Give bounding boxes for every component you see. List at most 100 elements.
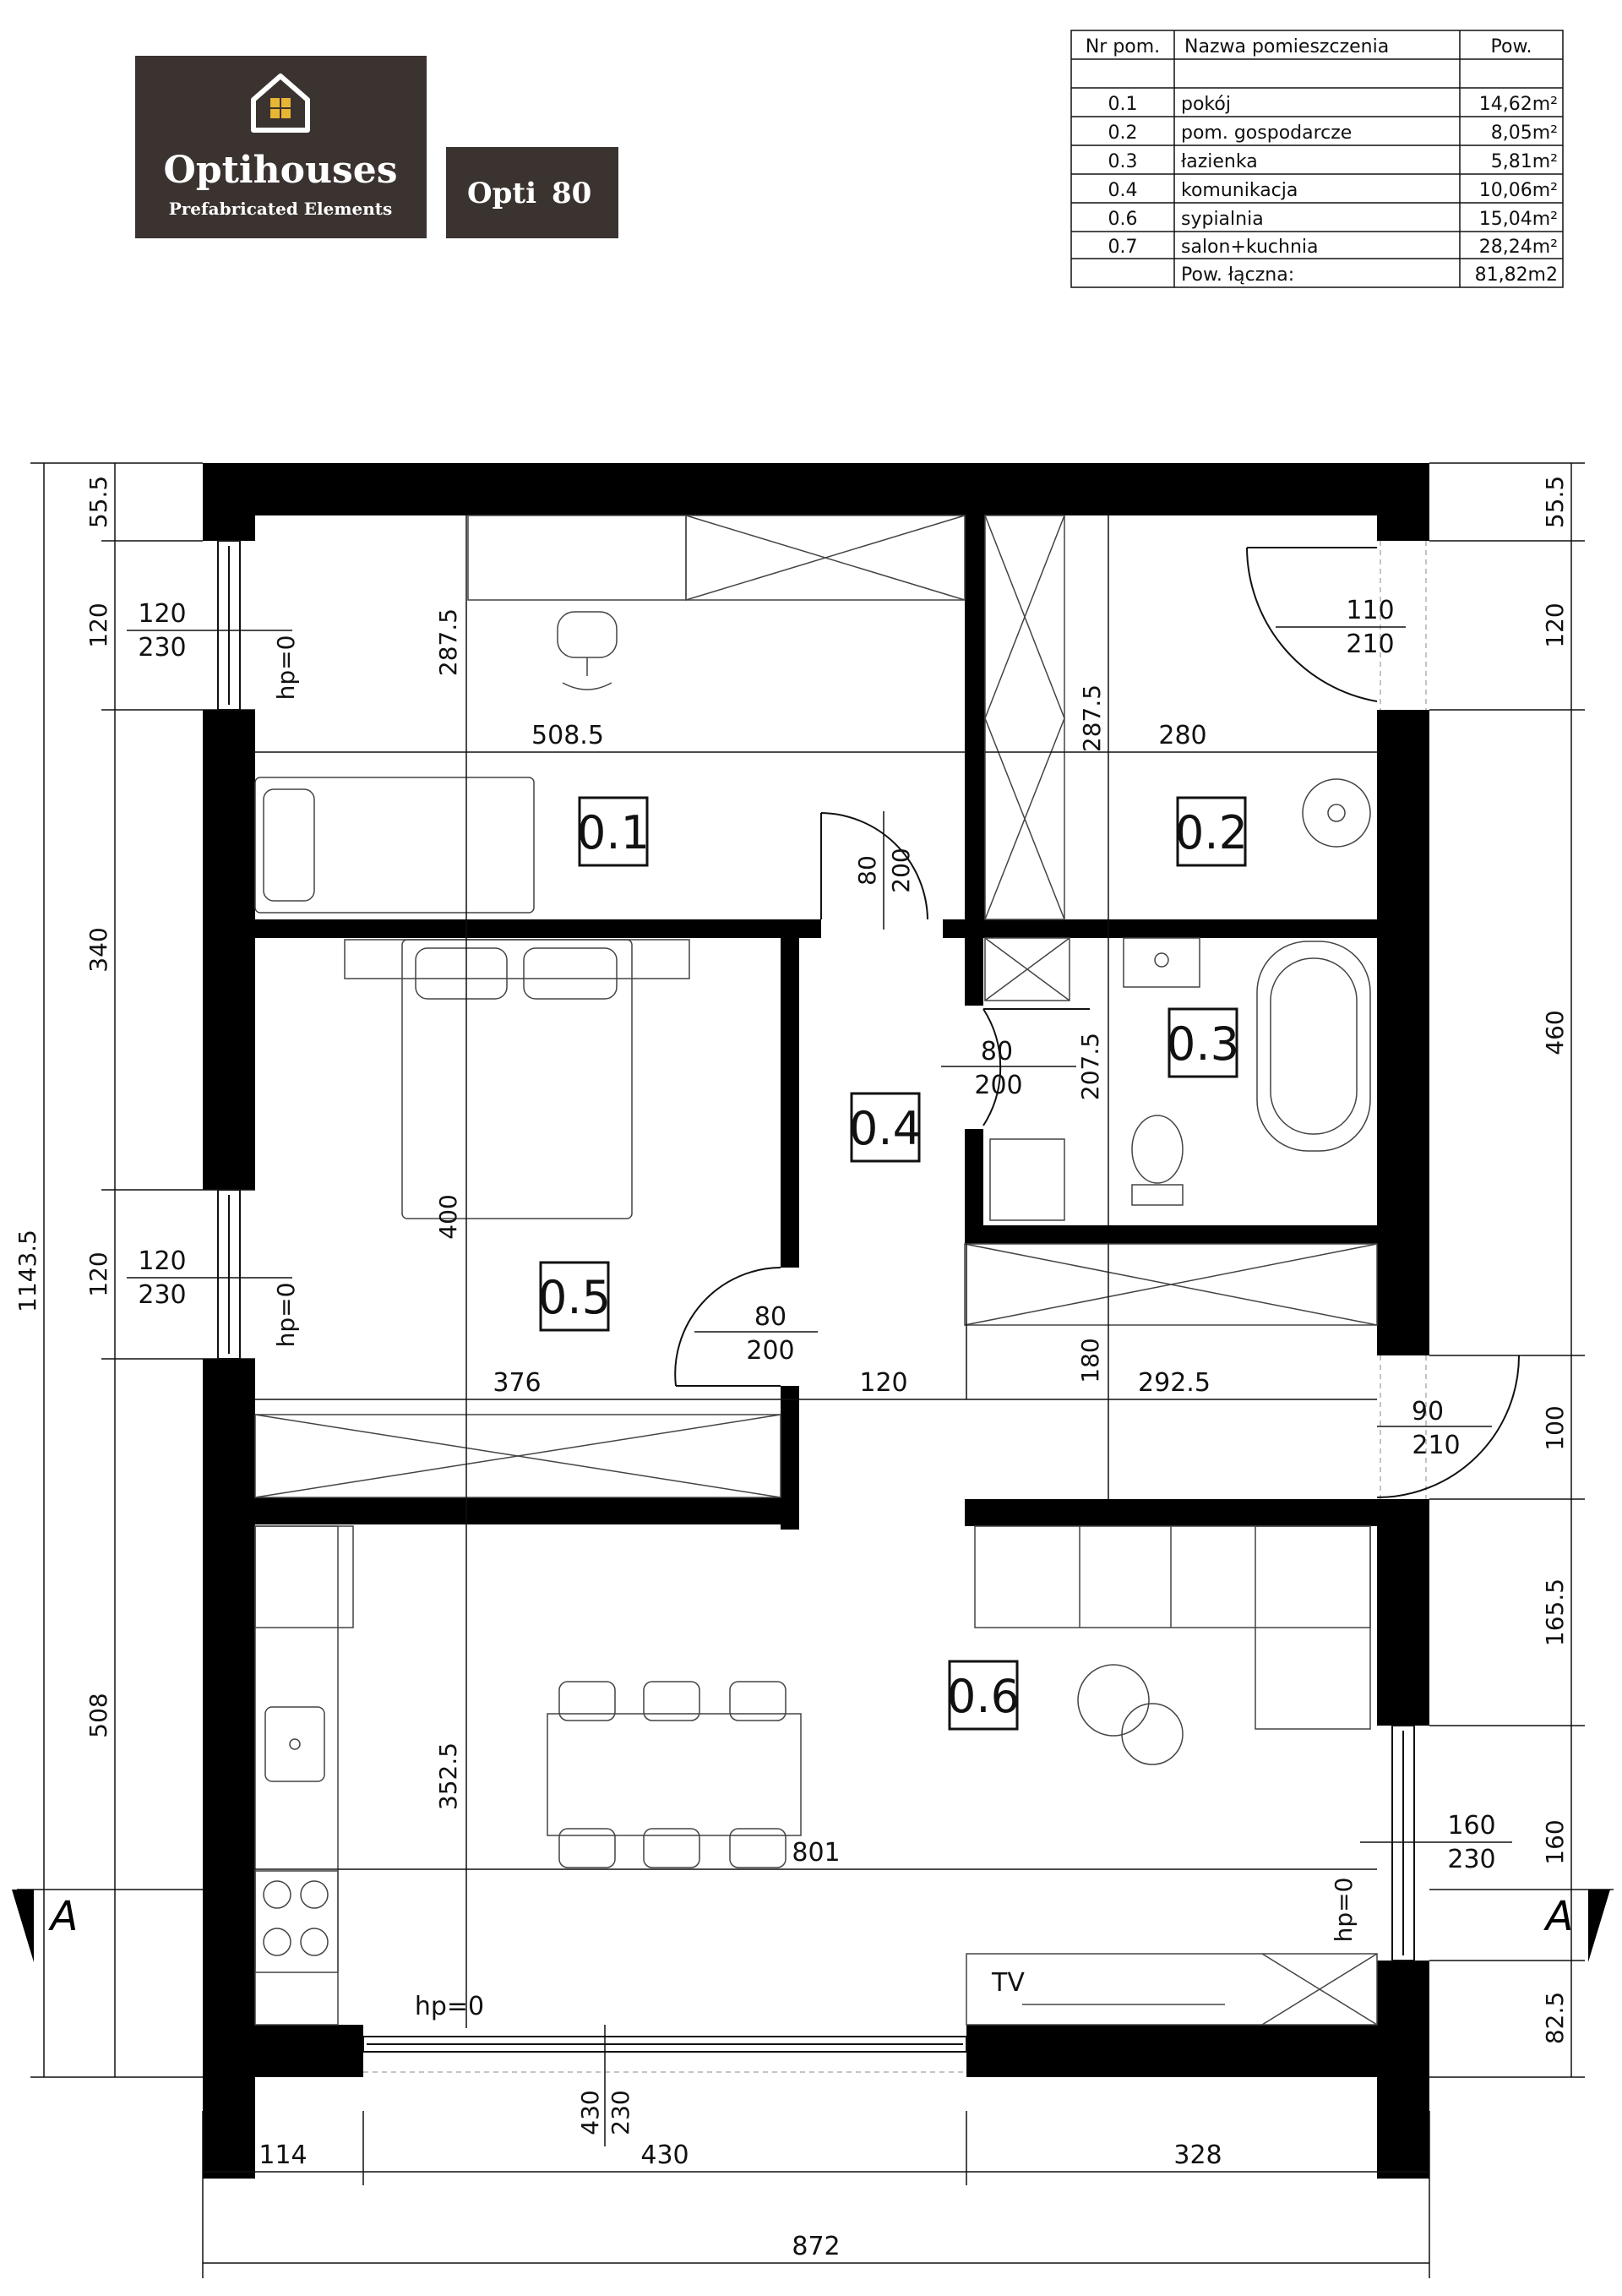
hp-mid-left: hp=0 bbox=[272, 1283, 300, 1348]
fridge-icon bbox=[254, 1525, 354, 1628]
win-right-width: 160 bbox=[1447, 1811, 1495, 1841]
table-total-label: Pow. łączna: bbox=[1181, 265, 1294, 286]
table-row-nr: 0.6 bbox=[1108, 209, 1138, 230]
double-bed-icon bbox=[344, 939, 690, 1219]
model-prefix: Opti bbox=[467, 177, 536, 210]
table-row-name: pom. gospodarcze bbox=[1181, 123, 1352, 144]
door-02-width: 110 bbox=[1346, 596, 1394, 625]
exterior-dimension-lines bbox=[30, 462, 1585, 2278]
room-label-02: 0.2 bbox=[1175, 806, 1248, 859]
table-row-area: 8,05m² bbox=[1491, 123, 1558, 144]
entry-width: 90 bbox=[1412, 1397, 1444, 1426]
table-row-name: sypialnia bbox=[1181, 209, 1264, 230]
interior-dimensions: 287.5 508.5 287.5 280 400 376 120 207.5 … bbox=[434, 608, 1211, 1868]
logo-background bbox=[135, 56, 427, 238]
opening-labels: 120 230 hp=0 120 230 hp=0 110 210 80 200… bbox=[127, 596, 1512, 2146]
win-top-left-height: 230 bbox=[138, 633, 186, 663]
wardrobe-05 bbox=[254, 1414, 781, 1498]
left-dim: 120 bbox=[84, 1252, 112, 1296]
door-01 bbox=[820, 812, 928, 920]
room-labels bbox=[539, 796, 1247, 1731]
window-right bbox=[1391, 1725, 1415, 1961]
kitchen-sink-icon bbox=[264, 1706, 325, 1782]
right-dim: 160 bbox=[1541, 1819, 1569, 1864]
door-03-width: 80 bbox=[981, 1037, 1013, 1066]
table-row-nr: 0.7 bbox=[1108, 237, 1138, 258]
door-05-height: 200 bbox=[746, 1336, 794, 1366]
dim-room02-width: 280 bbox=[1158, 721, 1206, 750]
bottom-dim: 114 bbox=[259, 2141, 307, 2170]
model-badge bbox=[446, 147, 618, 238]
table-header-nr: Nr pom. bbox=[1086, 36, 1160, 57]
right-dim: 82.5 bbox=[1541, 1992, 1569, 2044]
win-mid-left-height: 230 bbox=[138, 1280, 186, 1310]
terrace-height: 230 bbox=[607, 2090, 634, 2135]
storage-shelves bbox=[984, 515, 1065, 920]
washing-machine-icon bbox=[989, 1138, 1065, 1221]
room-table bbox=[1070, 30, 1564, 288]
dim-room01-height: 287.5 bbox=[434, 608, 462, 676]
table-row-name: salon+kuchnia bbox=[1181, 237, 1318, 258]
table-row-name: komunikacja bbox=[1181, 180, 1298, 201]
room-label-04: 0.4 bbox=[849, 1102, 922, 1155]
left-dim: 120 bbox=[84, 603, 112, 647]
bottom-dim: 328 bbox=[1173, 2141, 1222, 2170]
model-number: 80 bbox=[552, 177, 591, 210]
dim-living-width: 801 bbox=[792, 1838, 840, 1868]
dim-living-height: 352.5 bbox=[434, 1742, 462, 1810]
exterior-dimensions: 55.5 120 340 120 508 1143.5 55.5 120 460… bbox=[14, 476, 1569, 2261]
left-dim: 340 bbox=[84, 927, 112, 972]
win-mid-left-width: 120 bbox=[138, 1246, 186, 1276]
table-total-value: 81,82m2 bbox=[1475, 265, 1558, 286]
dim-room01-width: 508.5 bbox=[531, 721, 604, 750]
hp-terrace: hp=0 bbox=[415, 1992, 484, 2021]
dining-table-icon bbox=[547, 1681, 802, 1868]
right-dim: 120 bbox=[1541, 603, 1569, 647]
single-bed-icon bbox=[254, 777, 535, 913]
table-row-name: pokój bbox=[1181, 94, 1231, 115]
desk bbox=[467, 515, 687, 601]
bottom-total-dim: 872 bbox=[792, 2232, 840, 2261]
table-row-nr: 0.3 bbox=[1108, 151, 1138, 172]
section-label-left: A bbox=[48, 1893, 79, 1940]
section-markers: A A bbox=[12, 1889, 1614, 1962]
win-top-left-width: 120 bbox=[138, 599, 186, 629]
door-01-width: 80 bbox=[853, 855, 881, 886]
sofa-icon bbox=[974, 1525, 1371, 1730]
section-label-right: A bbox=[1543, 1893, 1574, 1940]
left-dim: 55.5 bbox=[84, 476, 112, 528]
shower-icon bbox=[984, 937, 1070, 1001]
house-icon bbox=[251, 74, 310, 133]
table-row-nr: 0.4 bbox=[1108, 180, 1138, 201]
table-row-nr: 0.2 bbox=[1108, 123, 1138, 144]
room-table-text: Nr pom. Nazwa pomieszczenia Pow. 0.1 pok… bbox=[1086, 36, 1558, 286]
hp-right: hp=0 bbox=[1330, 1878, 1358, 1943]
left-total-dim: 1143.5 bbox=[14, 1230, 41, 1312]
right-dim: 460 bbox=[1541, 1010, 1569, 1055]
section-arrow-left-icon bbox=[12, 1890, 34, 1962]
brand-tagline: Prefabricated Elements bbox=[169, 199, 393, 219]
bottom-dim: 430 bbox=[640, 2141, 689, 2170]
table-header-area: Pow. bbox=[1491, 36, 1532, 57]
washbasin-icon bbox=[1302, 778, 1371, 848]
room-label-01: 0.1 bbox=[577, 806, 650, 859]
right-dim: 55.5 bbox=[1541, 476, 1569, 528]
left-dim: 508 bbox=[84, 1693, 112, 1737]
dim-bath-height: 207.5 bbox=[1076, 1033, 1104, 1100]
entry-height: 210 bbox=[1412, 1431, 1460, 1460]
table-header-name: Nazwa pomieszczenia bbox=[1184, 36, 1389, 57]
table-row-area: 5,81m² bbox=[1491, 151, 1558, 172]
door-03 bbox=[982, 1008, 1090, 1126]
room-label-05: 0.5 bbox=[538, 1271, 611, 1324]
table-row-area: 28,24m² bbox=[1479, 237, 1558, 258]
walls bbox=[203, 463, 1429, 2179]
table-row-area: 15,04m² bbox=[1479, 209, 1558, 230]
interior-dimension-lines bbox=[255, 515, 1377, 2028]
door-01-height: 200 bbox=[887, 848, 915, 892]
dim-room05-height: 400 bbox=[434, 1194, 462, 1239]
win-right-height: 230 bbox=[1447, 1845, 1495, 1874]
doors bbox=[674, 547, 1520, 1498]
dim-pantry-depth: 180 bbox=[1076, 1338, 1104, 1383]
table-row-area: 14,62m² bbox=[1479, 94, 1558, 115]
